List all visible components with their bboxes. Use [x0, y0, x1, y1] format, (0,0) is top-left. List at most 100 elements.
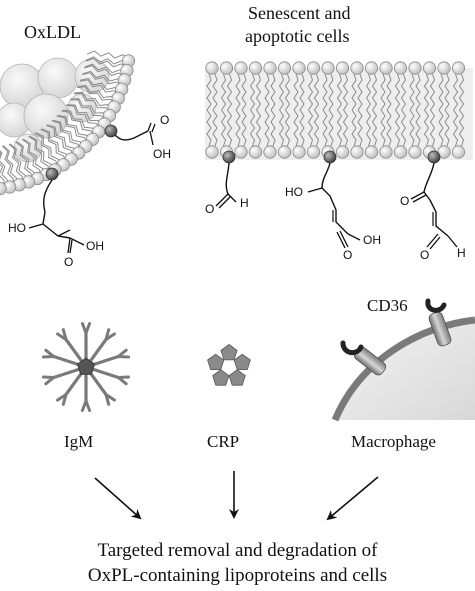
- lipid-tail: [371, 73, 378, 111]
- phospholipid-head: [422, 61, 437, 75]
- conclusion-line1: Targeted removal and degradation of: [97, 540, 378, 561]
- lipid-tail: [342, 73, 349, 111]
- lipid-tail: [380, 109, 386, 147]
- lipid-tail: [69, 99, 107, 122]
- lipid-tail: [394, 109, 401, 147]
- lipid-tail: [400, 109, 407, 147]
- lipid-tail: [70, 98, 109, 119]
- lipid-tail: [299, 109, 305, 147]
- lipid-tail: [9, 143, 27, 183]
- lipid-tail: [15, 141, 32, 181]
- crp-subunit: [228, 369, 246, 386]
- lipid-tail: [371, 109, 378, 147]
- lipid-tail: [357, 73, 363, 111]
- lipid-tail: [212, 109, 218, 147]
- lipid-tail: [235, 73, 241, 111]
- lipid-tail: [444, 109, 450, 147]
- phospholipid-head: [263, 145, 277, 159]
- chem-h: H: [240, 196, 249, 210]
- lipid-tail: [284, 73, 291, 111]
- crp-label: CRP: [207, 432, 240, 451]
- lipid-tail: [52, 119, 85, 149]
- phospholipid-head: [379, 61, 393, 75]
- lipid-tail: [235, 109, 241, 147]
- lipid-tail: [34, 132, 59, 169]
- phospholipid-head: [306, 145, 321, 159]
- lipid-tail: [458, 73, 465, 111]
- lipid-tail: [270, 73, 276, 111]
- lipid-tail: [342, 109, 349, 147]
- lipid-tail: [85, 56, 129, 65]
- lipid-tail: [444, 73, 450, 111]
- phospholipid-head: [277, 145, 292, 159]
- phospholipid-head: [321, 61, 335, 75]
- lipid-tail: [84, 63, 127, 74]
- lipid-tail: [51, 120, 82, 152]
- phospholipid-head: [205, 61, 219, 75]
- lipid-tail: [56, 115, 89, 145]
- oxldl-phospholipid-heads: [0, 54, 136, 196]
- macrophage-cell: [331, 298, 475, 422]
- membrane-oxidized-phospholipid-3: [410, 150, 458, 250]
- lipid-tail: [8, 143, 23, 185]
- cells-label-line2: apoptotic cells: [245, 26, 350, 46]
- chem-h: H: [457, 246, 466, 260]
- lipid-tail: [307, 109, 314, 147]
- cd36-label: CD36: [367, 296, 408, 315]
- lipid-tail: [80, 77, 122, 93]
- crp-subunit: [220, 344, 238, 361]
- lipid-tail: [249, 109, 256, 147]
- lipid-tail: [220, 73, 227, 111]
- oxldl-particle: [0, 50, 156, 254]
- phospholipid-head: [306, 61, 321, 75]
- lipid-tail: [0, 151, 5, 189]
- phospholipid-head: [205, 145, 219, 159]
- lipid-tail: [386, 73, 392, 111]
- lipid-tail: [2, 145, 18, 186]
- lipid-tail: [57, 114, 91, 142]
- lipid-tail: [351, 109, 357, 147]
- lipid-tail: [429, 73, 436, 111]
- lipid-tail: [365, 73, 372, 111]
- macrophage-label: Macrophage: [351, 432, 436, 451]
- lipid-tail: [22, 138, 45, 176]
- lipid-tail: [415, 109, 421, 147]
- lipid-tail: [76, 86, 116, 105]
- lipid-tail: [400, 73, 407, 111]
- lipid-tail: [336, 73, 343, 111]
- phospholipid-head: [408, 61, 422, 75]
- crp-subunit: [233, 353, 251, 370]
- oxldl-lipid-tails: [0, 50, 130, 189]
- membrane-phospholipid-heads: [205, 61, 466, 159]
- lipid-tail: [293, 109, 299, 147]
- chem-o: O: [205, 202, 214, 216]
- oxldl-oxidized-phospholipid-2: [28, 167, 85, 254]
- phospholipid-head: [234, 145, 248, 159]
- membrane-lipid-tails: [206, 73, 465, 147]
- oxldl-label: OxLDL: [24, 22, 81, 42]
- igm-label: IgM: [64, 432, 94, 451]
- phospholipid-head: [0, 182, 7, 196]
- phospholipid-head: [364, 61, 379, 75]
- chem-o: O: [64, 255, 73, 269]
- chem-o: O: [343, 248, 352, 262]
- membrane-oxidized-phospholipid-1: [215, 150, 237, 209]
- lipid-tail: [307, 73, 314, 111]
- lipid-tail: [278, 109, 285, 147]
- lipid-tail: [293, 73, 299, 111]
- lipid-tail: [394, 73, 401, 111]
- chem-oh: OH: [86, 239, 104, 253]
- lipid-tail: [278, 73, 285, 111]
- lipid-tail: [409, 109, 415, 147]
- chem-o: O: [400, 194, 409, 208]
- lipid-tail: [438, 109, 444, 147]
- arrow-macrophage: [326, 476, 379, 521]
- lipid-tail: [21, 138, 41, 178]
- core-lipid-droplet: [23, 93, 69, 139]
- lipid-tail: [264, 73, 270, 111]
- lipid-tail: [264, 109, 270, 147]
- phospholipid-head: [350, 61, 364, 75]
- phospholipid-head: [292, 145, 306, 159]
- igm-pentamer-icon: [42, 322, 130, 412]
